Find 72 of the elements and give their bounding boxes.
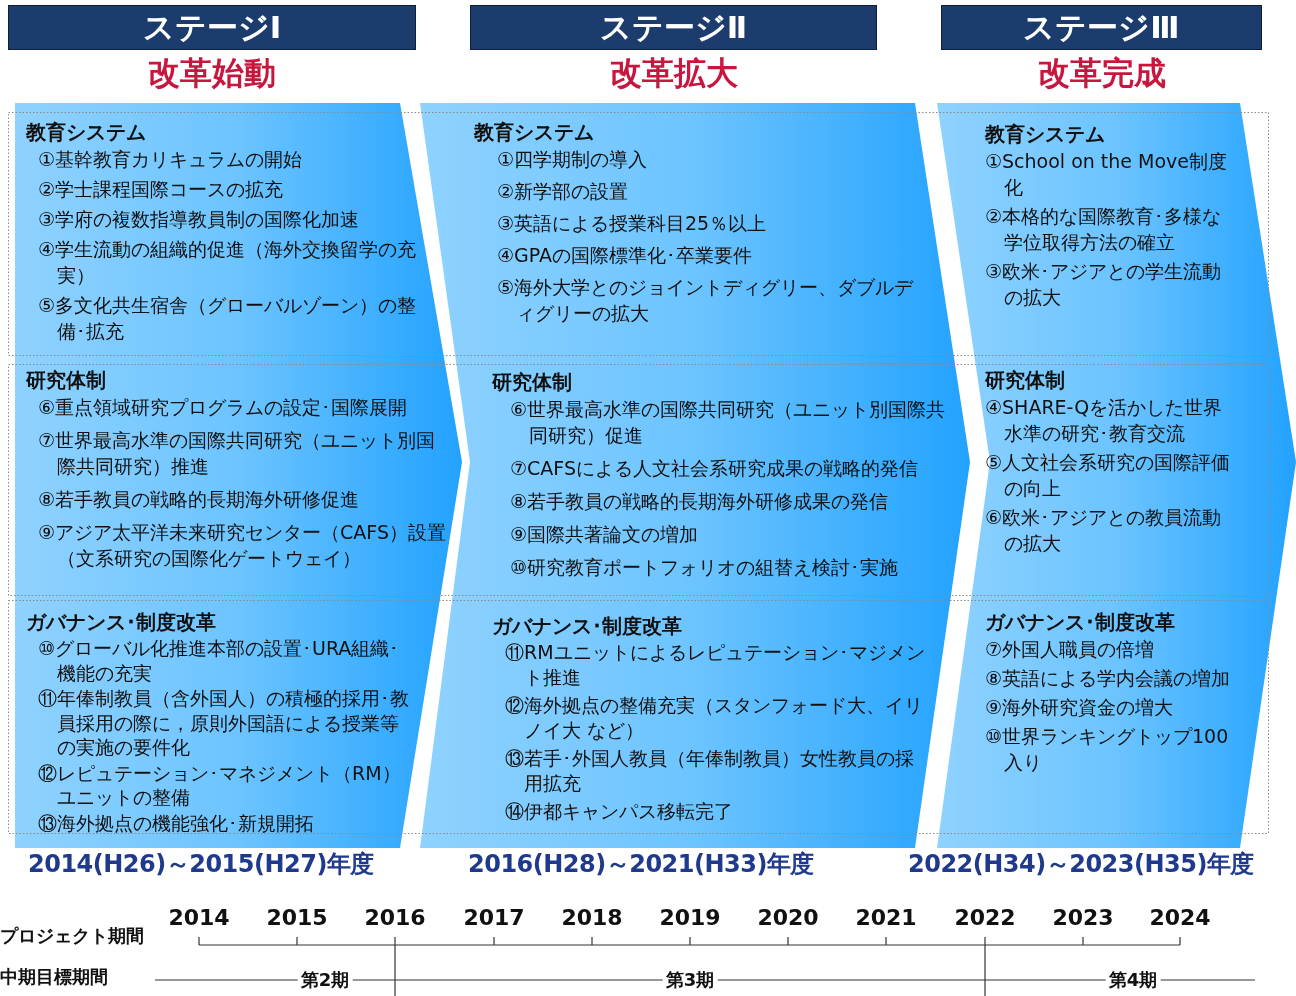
list-item: ⑭伊都キャンパス移転完了 [505,799,734,824]
section-heading: ガバナンス･制度改革 [985,609,1176,636]
year-label: 2016 [364,905,426,931]
year-label: 2015 [266,905,328,931]
list-item: ②学士課程国際コースの拡充 [38,177,285,202]
list-item: ⑧若手教員の戦略的長期海外研修成果の発信 [510,489,890,514]
year-label: 2021 [855,905,917,931]
list-item: ⑤人文社会系研究の国際評価の向上 [985,450,1232,501]
list-item: ①基幹教育カリキュラムの開始 [38,147,304,172]
year-label: 2019 [659,905,721,931]
list-item: ①四学期制の導入 [497,147,649,172]
section-heading: 教育システム [474,119,595,146]
stage-subtitle: 改革完成 [1036,53,1167,94]
row-label: プロジェクト期間 [0,925,144,947]
list-item: ⑪RMユニットによるレピュテーション･マジメント推進 [505,640,926,690]
period-label: 第3期 [662,969,718,991]
year-range-label: 2022(H34)～2023(H35)年度 [908,849,1254,880]
list-item: ⑨アジア太平洋未来研究センター（CAFS）設置（文系研究の国際化ゲートウェイ） [38,520,447,571]
list-item: ④学生流動の組織的促進（海外交換留学の充実） [38,237,418,288]
list-item: ⑬海外拠点の機能強化･新規開拓 [38,810,315,835]
section-heading: 教育システム [26,119,147,146]
list-item: ⑦世界最高水準の国際共同研究（ユニット別国際共同研究）推進 [38,428,437,479]
list-item: ②新学部の設置 [497,179,630,204]
stage-header: ステージⅠ [8,5,416,50]
list-item: ④GPAの国際標準化･卒業要件 [497,243,753,268]
list-item: ⑤海外大学とのジョイントディグリー、ダブルディグリーの拡大 [497,275,914,326]
list-item: ⑫レピュテーション･マネジメント（RM）ユニットの整備 [38,760,402,810]
list-item: ⑦CAFSによる人文社会系研究成果の戦略的発信 [510,456,919,481]
chevron-arrow [15,103,462,848]
list-item: ⑥世界最高水準の国際共同研究（ユニット別国際共同研究）促進 [510,397,947,448]
year-label: 2024 [1149,905,1211,931]
section-heading: 研究体制 [985,367,1066,394]
list-item: ⑧英語による学内会議の増加 [985,666,1232,691]
stage-header: ステージⅢ [941,5,1262,50]
list-item: ⑦外国人職員の倍増 [985,637,1156,662]
section-heading: ガバナンス･制度改革 [492,613,683,640]
list-item: ①School on the Move制度化 [985,149,1229,200]
section-heading: ガバナンス･制度改革 [26,609,217,636]
stage-subtitle: 改革拡大 [608,53,739,94]
list-item: ④SHARE-Qを活かした世界水準の研究･教育交流 [985,395,1224,446]
list-item: ⑫海外拠点の整備充実（スタンフォード大、イリノイ大 など） [505,693,924,743]
period-label: 第2期 [297,969,353,991]
list-item: ③欧米･アジアとの学生流動の拡大 [985,259,1223,310]
year-label: 2020 [757,905,819,931]
year-label: 2017 [463,905,525,931]
list-item: ⑩研究教育ポートフォリオの組替え検討･実施 [510,555,900,580]
list-item: ⑬若手･外国人教員（年俸制教員）女性教員の採用拡充 [505,746,915,796]
stage-header: ステージⅡ [470,5,877,50]
list-item: ⑩グローバル化推進本部の設置･URA組織･機能の充実 [38,636,401,685]
year-range-label: 2014(H26)～2015(H27)年度 [28,849,374,880]
section-heading: 教育システム [985,121,1106,148]
year-label: 2018 [561,905,623,931]
list-item: ②本格的な国際教育･多様な学位取得方法の確立 [985,204,1223,255]
row-label: 中期目標期間 [0,966,108,988]
list-item: ③学府の複数指導教員制の国際化加速 [38,207,361,232]
list-item: ⑪年俸制教員（含外国人）の積極的採用･教員採用の際に，原則外国語による授業等の実施の要件化 [38,686,410,760]
list-item: ⑤多文化共生宿舎（グローバルゾーン）の整備･拡充 [38,293,418,344]
list-item: ⑥欧米･アジアとの教員流動の拡大 [985,505,1223,556]
list-item: ⑩世界ランキングトップ100入り [985,724,1230,775]
section-heading: 研究体制 [26,367,107,394]
section-heading: 研究体制 [492,369,573,396]
list-item: ⑨国際共著論文の増加 [510,522,700,547]
list-item: ③英語による授業科目25％以上 [497,211,768,236]
list-item: ⑨海外研究資金の増大 [985,695,1175,720]
year-label: 2014 [168,905,230,931]
stage-subtitle: 改革始動 [147,53,277,94]
list-item: ⑥重点領域研究プログラムの設定･国際展開 [38,395,409,420]
year-label: 2023 [1052,905,1114,931]
year-range-label: 2016(H28)～2021(H33)年度 [468,849,814,880]
year-label: 2022 [954,905,1016,931]
period-label: 第4期 [1105,969,1161,991]
list-item: ⑧若手教員の戦略的長期海外研修促進 [38,487,361,512]
